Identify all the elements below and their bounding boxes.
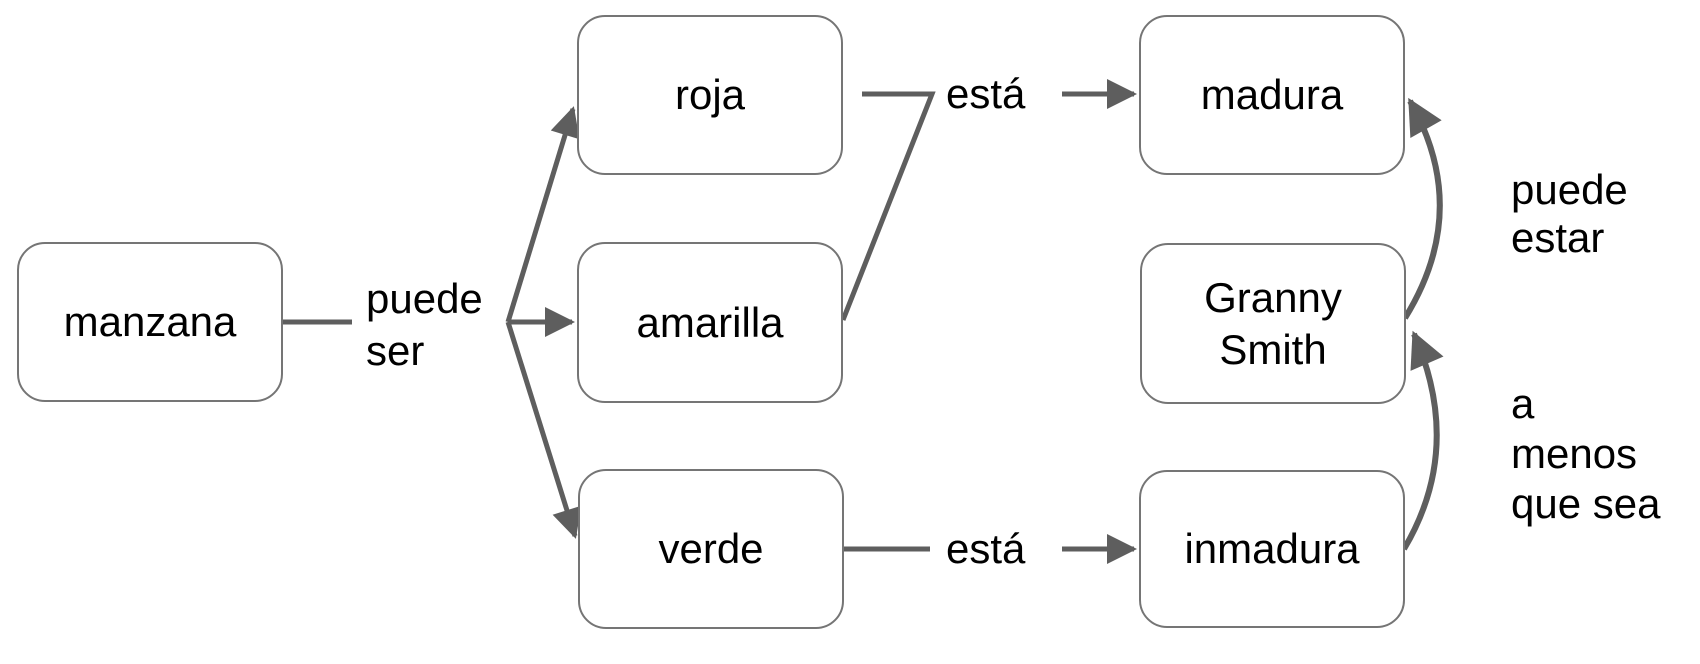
- node-madura: madura: [1139, 15, 1405, 175]
- node-granny-smith-label-line2: Smith: [1219, 325, 1327, 373]
- node-verde: verde: [578, 469, 844, 629]
- edge-label-esta-bottom-text: está: [946, 525, 1026, 572]
- edge-label-puede-estar: puede estar: [1511, 166, 1628, 262]
- node-inmadura: inmadura: [1139, 470, 1405, 628]
- edge-label-esta-top-text: está: [946, 70, 1026, 117]
- edge-label-puede-ser: puede ser: [366, 273, 483, 377]
- node-granny-smith: Granny Smith: [1140, 243, 1406, 404]
- edge-label-puede-estar-line2: estar: [1511, 214, 1605, 261]
- edge-branch-to-roja: [505, 106, 580, 323]
- edge-label-a-menos-line3: que sea: [1511, 480, 1661, 527]
- node-granny-smith-label-line1: Granny: [1204, 273, 1342, 321]
- edge-roja-amarilla-junction: [840, 91, 936, 321]
- edge-label-puede-ser-line2: ser: [366, 327, 425, 374]
- node-madura-label: madura: [1200, 71, 1344, 118]
- edge-inmadura-to-granny-curve: [1401, 330, 1444, 551]
- edge-branch-to-verde: [505, 321, 582, 539]
- edge-label-esta-top: está: [946, 68, 1025, 120]
- node-amarilla: amarilla: [577, 242, 843, 403]
- node-roja-label: roja: [674, 71, 746, 118]
- node-inmadura-label: inmadura: [1184, 525, 1360, 572]
- node-roja: roja: [577, 15, 843, 175]
- edge-label-puede-estar-line1: puede: [1511, 166, 1628, 213]
- edge-label-a-menos-que-sea: a menos que sea: [1511, 379, 1660, 529]
- edge-granny-to-madura-curve: [1402, 97, 1443, 320]
- edge-label-puede-ser-line1: puede: [366, 275, 483, 322]
- node-amarilla-label: amarilla: [636, 298, 784, 346]
- node-manzana: manzana: [17, 242, 283, 402]
- node-manzana-label: manzana: [63, 298, 237, 345]
- node-verde-label: verde: [658, 525, 764, 572]
- edge-label-a-menos-line2: menos: [1511, 430, 1638, 477]
- edge-label-esta-bottom: está: [946, 523, 1025, 575]
- edge-label-a-menos-line1: a: [1511, 380, 1535, 427]
